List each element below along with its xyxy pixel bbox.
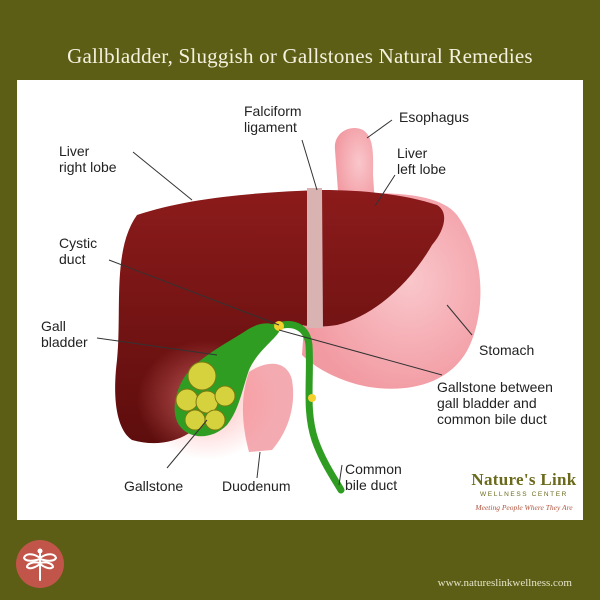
anatomy-illustration <box>96 119 481 494</box>
label-common-bile-duct: Common bile duct <box>345 461 402 493</box>
label-gallstone: Gallstone <box>124 478 184 494</box>
duct-gallstone-lower <box>308 394 316 402</box>
label-stomach: Stomach <box>479 342 535 358</box>
footer-url[interactable]: www.natureslinkwellness.com <box>437 577 572 589</box>
esophagus <box>334 128 375 205</box>
brand-subtitle: WELLNESS CENTER <box>480 491 568 498</box>
dragonfly-icon <box>16 540 64 588</box>
brand-name: Nature's Link <box>471 470 577 489</box>
common-bile-duct <box>268 321 345 494</box>
label-liver-left-lobe: Liver left lobe <box>397 145 447 177</box>
label-cystic-duct: Cystic duct <box>59 235 98 267</box>
label-liver-right-lobe: Liver right lobe <box>59 143 117 175</box>
falciform-ligament <box>307 188 323 328</box>
diagram-panel: Falciform ligament Esophagus Liver right… <box>17 80 583 520</box>
label-esophagus: Esophagus <box>399 109 470 125</box>
brand-block: Nature's Link WELLNESS CENTER Meeting Pe… <box>464 470 584 512</box>
label-gall-bladder: Gall bladder <box>41 318 88 350</box>
label-duodenum: Duodenum <box>222 478 291 494</box>
label-gallstone-between: Gallstone between gall bladder and commo… <box>437 379 553 427</box>
gallstone-cluster <box>175 361 236 431</box>
leader-lines <box>96 119 473 486</box>
duct-gallstone <box>274 321 284 331</box>
brand-tagline: Meeting People Where They Are <box>475 503 573 512</box>
label-falciform-ligament: Falciform ligament <box>244 103 302 135</box>
page-title: Gallbladder, Sluggish or Gallstones Natu… <box>67 44 533 68</box>
